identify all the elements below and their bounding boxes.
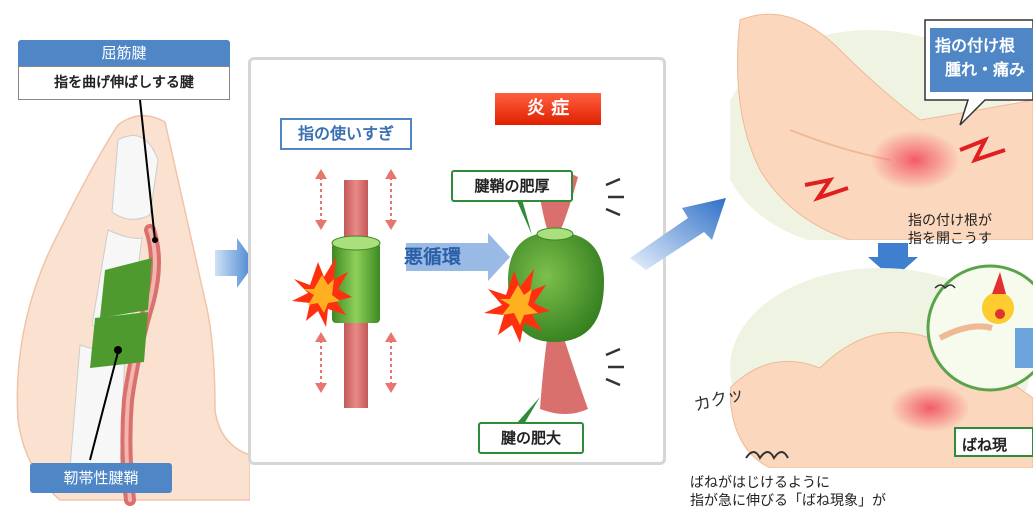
- bottom-description-1: ばねがはじけるように: [690, 475, 830, 491]
- vicious-cycle-label: 悪循環: [404, 246, 462, 268]
- finger-illustration: [16, 99, 250, 506]
- bottom-description-2: 指が急に伸びる「ばね現象」が: [690, 493, 886, 509]
- finger-panel: 屈筋腱 指を曲げ伸ばしする腱 靭帯性腱鞘: [0, 0, 250, 507]
- top-description-1: 指の付け根が: [908, 213, 992, 229]
- overuse-label: 指の使いすぎ: [280, 118, 412, 150]
- spring-phenomenon-label: ばね現: [962, 436, 1008, 454]
- inflammation-label: 炎 症: [495, 93, 601, 125]
- top-description-2: 指を開こうす: [908, 231, 992, 247]
- tendon-hypertrophy-label: 腱の肥大: [478, 422, 584, 454]
- hand-illustration-top: [730, 13, 1033, 240]
- hand-illustration-bottom: [730, 264, 1033, 468]
- top-bubble-text-2: 腫れ・痛み: [945, 60, 1026, 79]
- arrow-down-icon: [868, 243, 918, 279]
- ligament-sheath-label: 靭帯性腱鞘: [30, 463, 172, 493]
- sheath-thickening-label: 腱鞘の肥厚: [451, 170, 573, 202]
- arrow-diagonal-icon: [630, 198, 726, 270]
- flexor-tendon-label: 屈筋腱: [18, 40, 230, 66]
- top-bubble-text-1: 指の付け根: [935, 36, 1016, 55]
- flexor-tendon-description: 指を曲げ伸ばしする腱: [18, 66, 230, 100]
- arrow-right-icon: [215, 238, 255, 288]
